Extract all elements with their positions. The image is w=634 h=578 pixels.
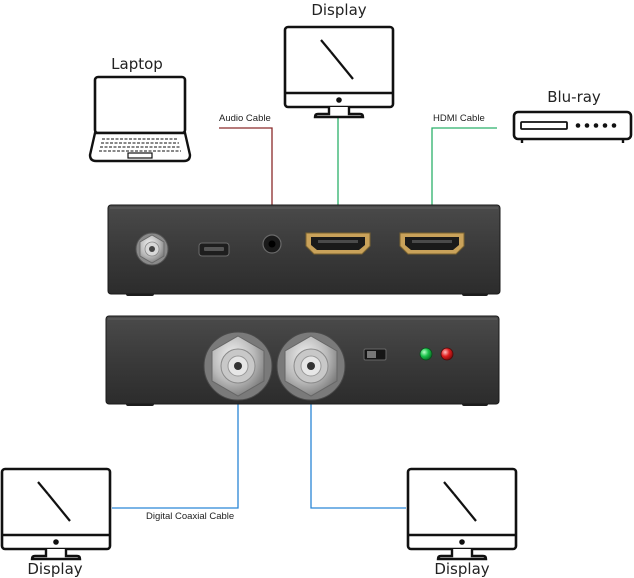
audio-cable xyxy=(219,127,273,232)
converter-front-panel xyxy=(107,204,501,296)
audio-cable-label: Audio Cable xyxy=(219,113,271,124)
bluray-player-icon xyxy=(512,110,633,143)
bluray-label: Blu-ray xyxy=(547,88,601,106)
coax-cable-left xyxy=(112,366,239,509)
display-bottom-right-label: Display xyxy=(434,560,489,578)
green-led-icon xyxy=(419,347,433,361)
red-led-icon xyxy=(440,347,454,361)
hdmi-in-port-icon xyxy=(399,232,465,255)
hdmi-cable-bluray xyxy=(431,127,497,232)
bnc-port-icon xyxy=(135,232,169,266)
display-top-label: Display xyxy=(311,1,366,19)
bnc-output-left-icon xyxy=(203,331,273,401)
hdmi-cable-label: HDMI Cable xyxy=(433,113,485,124)
audio-jack-icon xyxy=(262,234,282,254)
converter-rear-panel xyxy=(105,315,500,406)
display-bottom-left-label: Display xyxy=(27,560,82,578)
laptop-icon xyxy=(88,75,192,163)
usb-port-icon xyxy=(198,242,230,257)
bnc-output-right-icon xyxy=(276,331,346,401)
monitor-icon xyxy=(0,467,112,561)
coax-cable-right xyxy=(310,366,406,509)
monitor-icon xyxy=(406,467,518,561)
hdmi-out-port-icon xyxy=(305,232,371,255)
digital-coaxial-cable-label: Digital Coaxial Cable xyxy=(146,511,234,522)
monitor-icon xyxy=(283,25,395,119)
toggle-switch-icon xyxy=(363,348,387,361)
laptop-label: Laptop xyxy=(111,55,163,73)
